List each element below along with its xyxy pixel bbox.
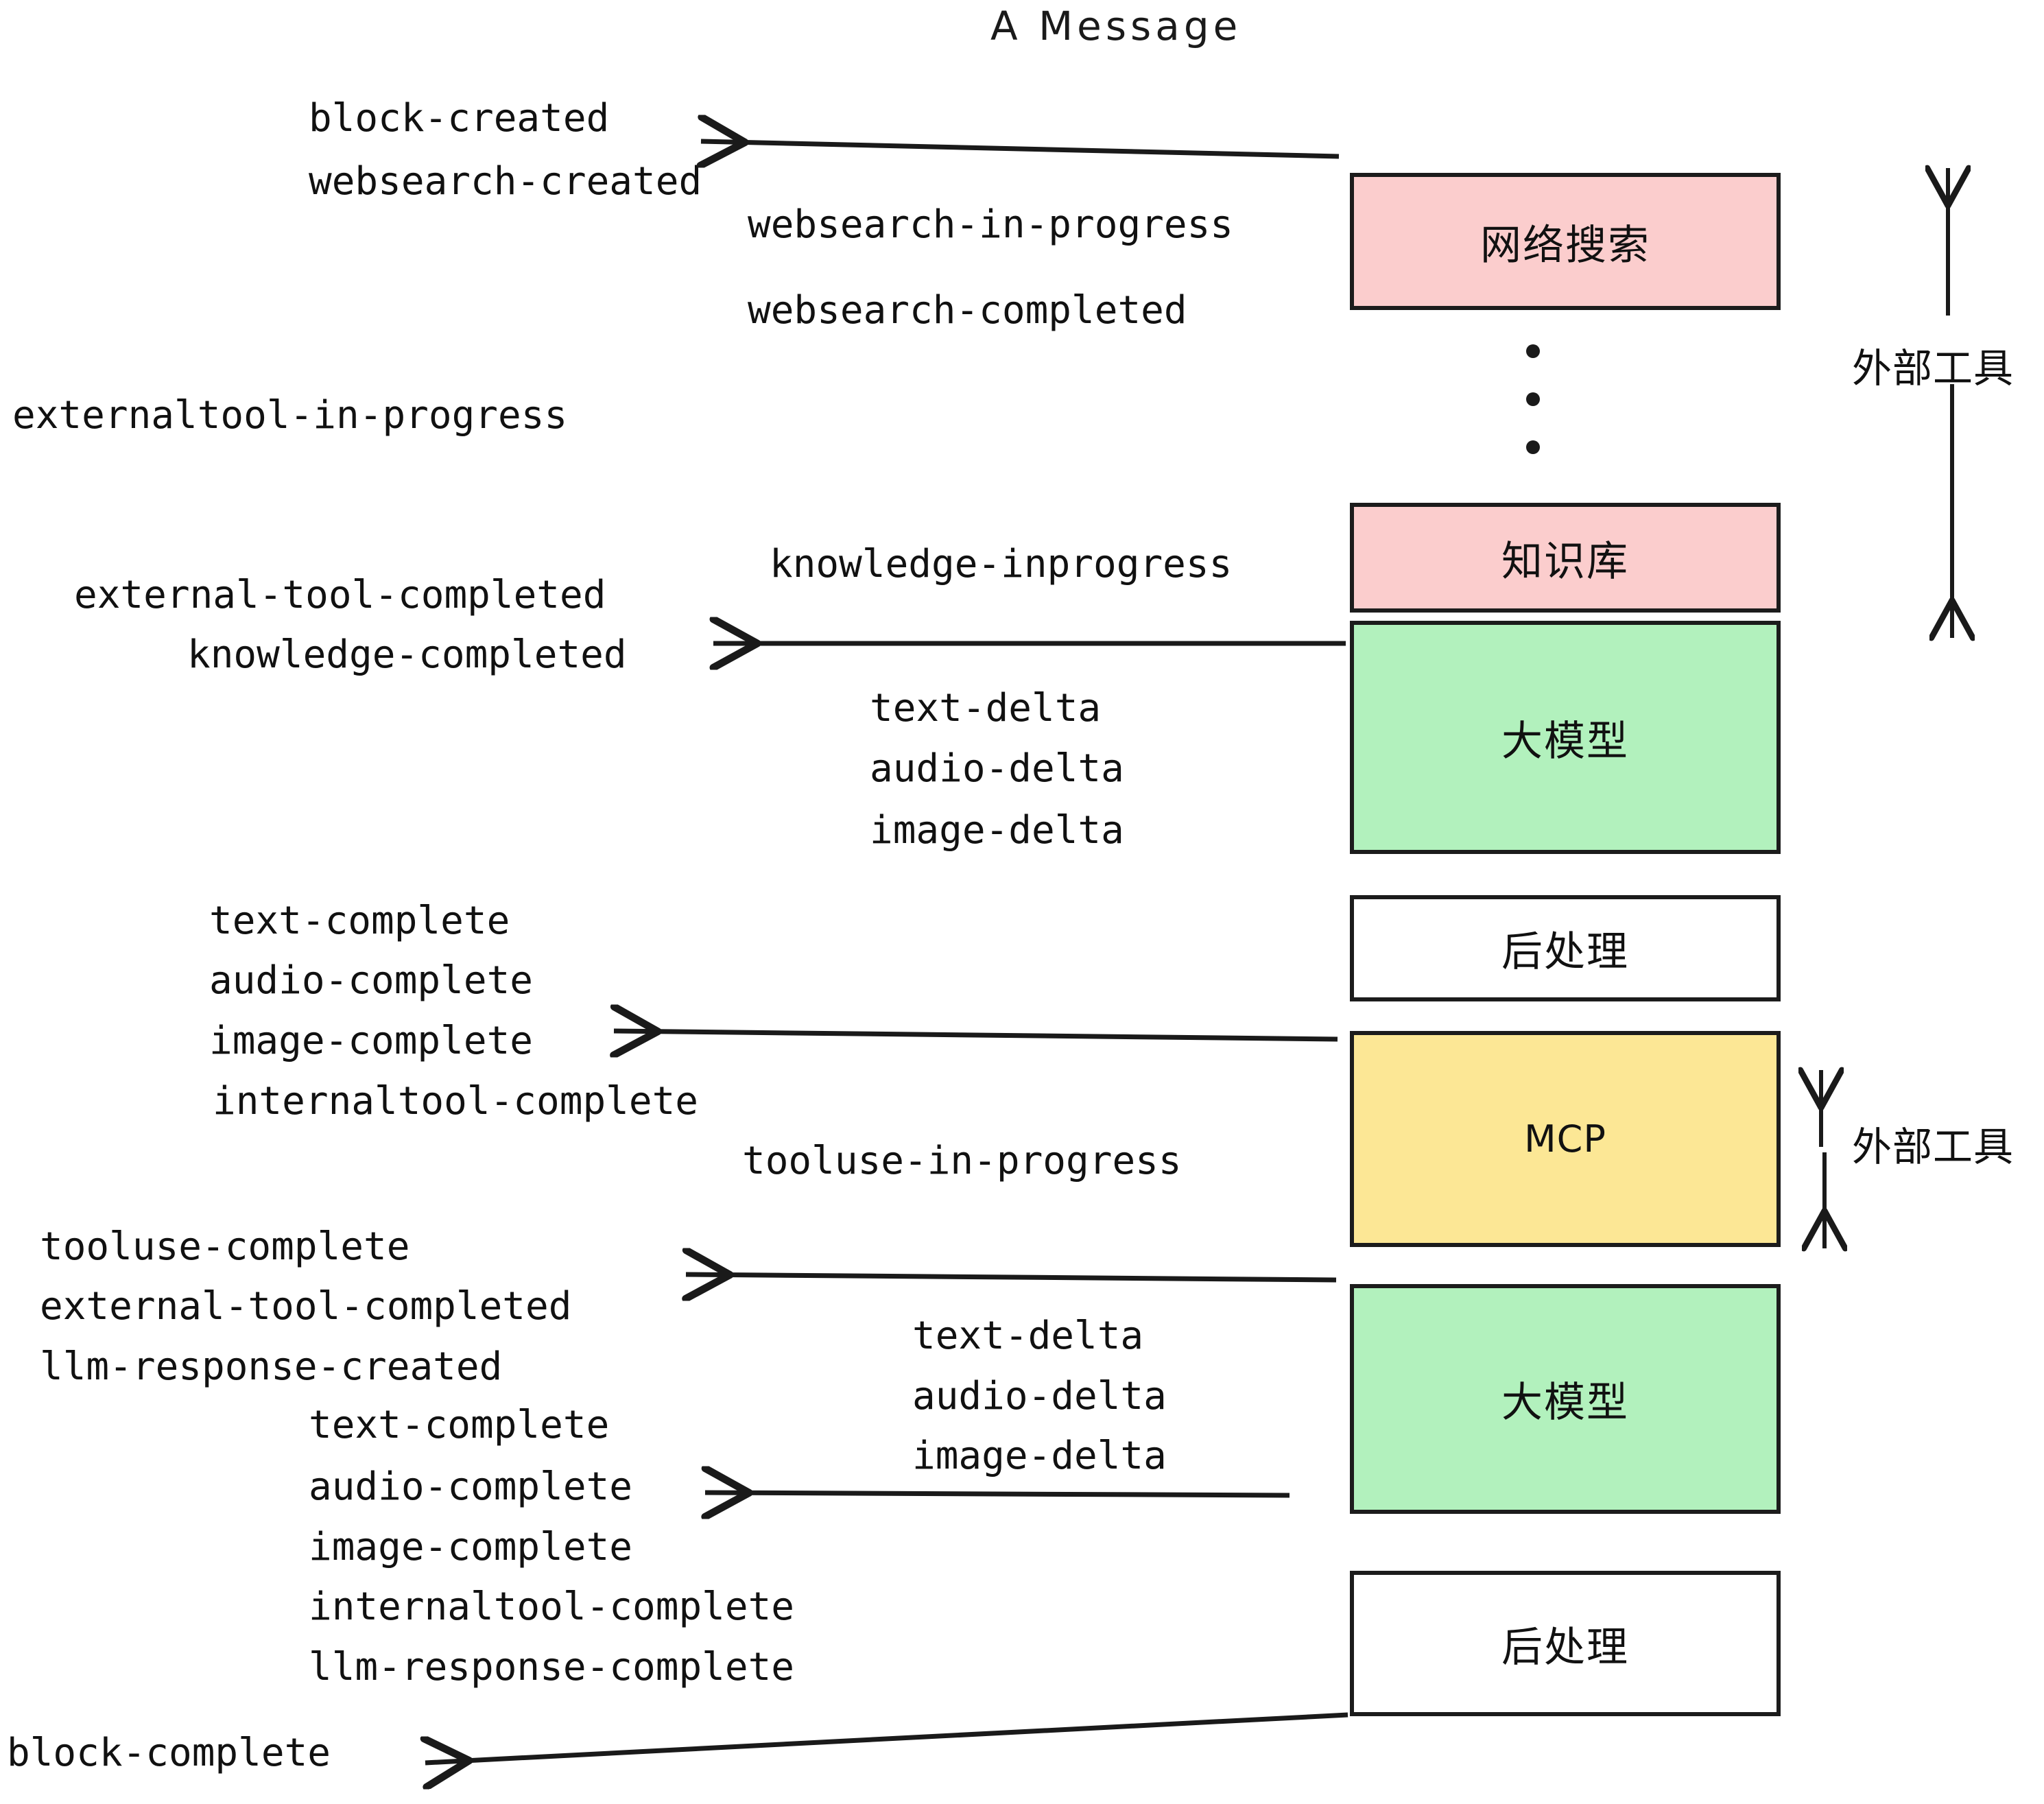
event-label-internaltool-complete-2: internaltool-complete [309,1585,795,1629]
event-label-external-tool-completed-2: external-tool-completed [40,1284,572,1329]
node-postprocess-lower[interactable]: 后处理 [1350,1571,1781,1716]
node-postprocess-upper-label: 后处理 [1501,928,1629,976]
event-label-audio-delta-1: audio-delta [870,746,1124,791]
node-websearch-label: 网络搜索 [1480,221,1650,270]
event-label-websearch-completed: websearch-completed [748,288,1187,333]
event-label-image-complete-2: image-complete [309,1525,633,1569]
event-label-text-complete-1: text-complete [209,899,510,943]
event-label-audio-complete-1: audio-complete [209,958,534,1003]
event-label-text-delta-1: text-delta [870,686,1102,731]
event-label-image-complete-1: image-complete [209,1019,534,1063]
event-label-block-complete: block-complete [7,1731,331,1775]
event-label-tooluse-complete: tooluse-complete [40,1224,410,1269]
event-label-block-created: block-created [309,96,610,141]
event-label-websearch-created: websearch-created [309,159,702,204]
node-knowledge-base[interactable]: 知识库 [1350,503,1781,613]
node-knowledge-base-label: 知识库 [1501,537,1629,586]
vertical-ellipsis-icon [1526,344,1540,454]
node-postprocess-upper[interactable]: 后处理 [1350,895,1781,1001]
node-llm-lower[interactable]: 大模型 [1350,1284,1781,1514]
arrow-websearch-to-created [701,141,1340,156]
event-label-websearch-in-progress: websearch-in-progress [748,202,1234,247]
arrow-llm-to-audio-complete [705,1493,1290,1495]
node-llm-upper[interactable]: 大模型 [1350,621,1781,854]
node-mcp-label: MCP [1524,1117,1606,1161]
event-label-image-delta-1: image-delta [870,808,1124,853]
side-label-external-tools-lower: 外部工具 [1852,1124,2015,1170]
node-llm-upper-label: 大模型 [1501,717,1629,765]
event-label-text-complete-2: text-complete [309,1403,610,1447]
event-label-knowledge-completed: knowledge-completed [187,632,627,677]
event-label-audio-delta-2: audio-delta [912,1374,1167,1419]
node-postprocess-lower-label: 后处理 [1501,1623,1629,1672]
event-label-llm-response-complete: llm-response-complete [309,1645,795,1689]
node-mcp[interactable]: MCP [1350,1031,1781,1247]
arrow-postprocess-to-image-complete [614,1031,1338,1039]
node-websearch[interactable]: 网络搜索 [1350,173,1781,310]
event-label-audio-complete-2: audio-complete [309,1464,633,1509]
event-label-knowledge-inprogress: knowledge-inprogress [770,542,1233,586]
node-llm-lower-label: 大模型 [1501,1379,1629,1427]
side-label-external-tools-upper: 外部工具 [1852,345,2015,392]
event-label-external-tool-completed: external-tool-completed [74,573,606,617]
event-label-llm-response-created: llm-response-created [40,1344,503,1389]
event-label-image-delta-2: image-delta [912,1434,1167,1478]
arrow-mcp-to-tooluse-complete [686,1274,1337,1280]
event-label-externaltool-in-progress: externaltool-in-progress [12,393,568,438]
diagram-title: A Message [990,3,1242,49]
event-label-tooluse-in-progress: tooluse-in-progress [742,1139,1182,1183]
arrow-postprocess-to-block-complete [425,1712,1348,1763]
event-label-internaltool-complete-1: internaltool-complete [213,1079,699,1124]
event-label-text-delta-2: text-delta [912,1314,1144,1358]
